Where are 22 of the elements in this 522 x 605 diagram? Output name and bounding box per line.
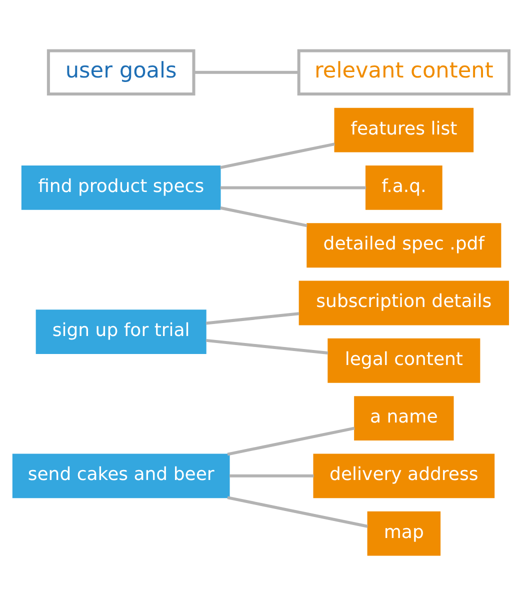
connector	[220, 186, 366, 189]
connector	[227, 496, 368, 528]
node-box: relevant content	[297, 48, 510, 96]
node-box: find product specs	[21, 165, 221, 210]
node-box: detailed spec .pdf	[306, 222, 502, 268]
node-box: subscription details	[298, 280, 509, 325]
node-box: legal content	[328, 338, 480, 382]
node-box: features list	[334, 107, 474, 152]
connector	[220, 142, 335, 169]
node-box: map	[367, 510, 441, 556]
node-box: user goals	[46, 48, 196, 96]
connector	[194, 70, 299, 74]
node-box: send cakes and beer	[12, 453, 230, 498]
connector	[227, 426, 355, 456]
node-box: sign up for trial	[36, 309, 206, 354]
connector	[206, 312, 300, 324]
connector	[220, 206, 308, 227]
node-box: f.a.q.	[365, 165, 442, 210]
node-box: a name	[354, 396, 454, 440]
node-box: delivery address	[313, 453, 495, 498]
connector	[230, 474, 314, 477]
connector	[206, 338, 328, 354]
